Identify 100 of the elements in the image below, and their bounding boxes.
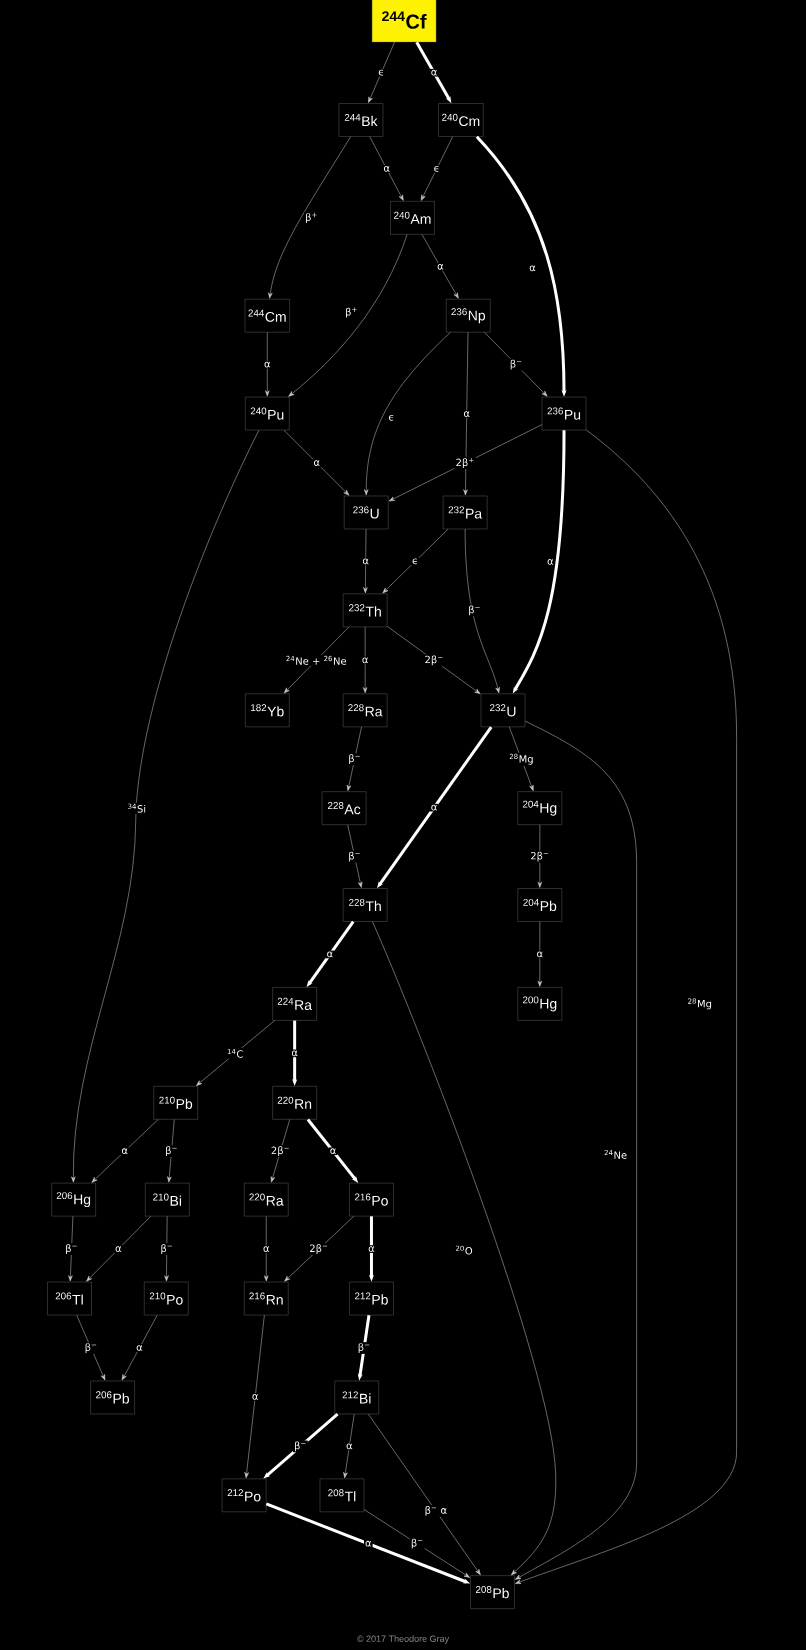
arrow	[515, 429, 737, 1584]
edge-label: $^{20}$O	[454, 1244, 474, 1256]
arrow	[244, 1315, 265, 1479]
edge-label: α	[462, 410, 471, 418]
edge-label: α	[250, 1393, 260, 1401]
nuclide-box: $^{206}$Tl	[47, 1281, 92, 1316]
nuclide-box: $^{232}$U	[480, 693, 526, 728]
nuclide-box: $^{204}$Hg	[517, 791, 563, 825]
edge-label: α	[328, 1147, 338, 1156]
edge-label: β$^{+}$	[344, 306, 359, 319]
edge-label: $^{28}$Mg	[686, 997, 713, 1011]
edge-label: α	[535, 950, 545, 959]
arrow	[284, 1216, 354, 1282]
edge-label: α	[290, 1049, 299, 1058]
edge-label: β$^{−}$	[83, 1342, 99, 1354]
edge-label: $^{24}$Ne	[603, 1148, 629, 1160]
arrow	[68, 1216, 74, 1282]
edge-label: β$^{−}$	[159, 1243, 175, 1255]
nuclide-box: $^{216}$Po	[349, 1182, 394, 1217]
nuclide-box: $^{220}$Rn	[272, 1086, 317, 1120]
edge-label: α	[345, 1442, 354, 1451]
arrow	[71, 430, 260, 1183]
nuclide-box: $^{204}$Pb	[517, 888, 563, 922]
arrow	[537, 921, 542, 987]
edge-label: $^{24}$Ne + $^{26}$Ne	[284, 654, 348, 666]
nuclide-box: $^{240}$Pu	[245, 396, 290, 431]
nuclide-box: $^{212}$Bi	[334, 1380, 379, 1415]
arrow	[121, 1315, 158, 1381]
nuclide-box: $^{200}$Hg	[517, 987, 563, 1021]
edge-label: α	[325, 950, 335, 959]
nuclide-box: $^{224}$Ra	[272, 987, 317, 1021]
edge-label: β$^{−}$	[64, 1243, 79, 1255]
edge-label: 2β$^{−}$	[423, 654, 445, 667]
nuclide-box: $^{236}$Np	[446, 299, 491, 333]
edge-label: α	[312, 459, 322, 467]
arrow	[509, 726, 534, 792]
edge-label: ϵ	[377, 68, 386, 77]
edge-label: α	[382, 165, 391, 173]
arrow	[363, 528, 368, 594]
arrow	[369, 136, 404, 201]
nuclide-box: $^{236}$Pu	[541, 396, 587, 431]
nuclide-box: $^{206}$Pb	[90, 1380, 135, 1415]
nuclide-box: $^{244}$Cm	[244, 299, 290, 333]
arrow	[387, 626, 481, 695]
arrow	[283, 430, 350, 496]
arrow	[421, 234, 459, 299]
arrow	[167, 1119, 175, 1183]
nuclide-box: $^{228}$Ac	[321, 791, 367, 825]
nuclide-box: $^{236}$U	[344, 495, 389, 530]
arrow	[463, 332, 469, 496]
nuclide-box: $^{206}$Hg	[51, 1182, 96, 1217]
edge-label: β$^{−}$	[356, 1342, 372, 1354]
arrow	[363, 1509, 470, 1578]
arrow	[164, 1216, 169, 1282]
arrow	[464, 528, 500, 694]
arrow	[346, 726, 362, 791]
arrow	[270, 1119, 290, 1183]
arrow	[283, 626, 350, 694]
arrow	[388, 424, 543, 502]
nuclide-box: $^{228}$Ra	[342, 693, 388, 728]
edge-label: ϵ	[387, 413, 396, 422]
edge-label: α	[436, 262, 445, 271]
arrow	[382, 528, 449, 594]
arrow	[268, 136, 351, 299]
edge-label: 2β$^{−}$	[308, 1243, 330, 1255]
nuclide-box: $^{232}$Pa	[442, 495, 488, 530]
edge-label: α	[367, 1245, 376, 1253]
edge-label: α	[546, 558, 555, 566]
edge-label: ϵ	[411, 557, 420, 566]
arrow	[86, 1216, 152, 1282]
edge-label: β$^{−}$	[467, 604, 482, 617]
nuclide-box: $^{210}$Po	[144, 1281, 189, 1316]
edge-label: α	[135, 1344, 144, 1352]
nuclide-box: $^{212}$Pb	[349, 1281, 394, 1316]
arrow	[515, 720, 637, 1580]
arrow	[76, 1315, 106, 1381]
arrow	[537, 824, 542, 888]
arrow	[420, 136, 453, 201]
nuclide-box: $^{182}$Yb	[245, 693, 290, 728]
nuclide-box: $^{240}$Am	[390, 201, 435, 235]
arrow	[265, 332, 270, 397]
arrow	[484, 332, 548, 397]
arrow	[368, 41, 395, 103]
nuclide-box: $^{210}$Pb	[153, 1086, 198, 1120]
edge-label: α	[120, 1147, 129, 1156]
nuclide-box: $^{208}$Tl	[319, 1478, 365, 1513]
edge-label: α	[262, 360, 272, 369]
edge-label: β$^{−}$	[164, 1145, 179, 1158]
edge-label: $^{34}$Si	[126, 802, 148, 814]
nuclide-box: $^{208}$Pb	[470, 1575, 515, 1609]
edge-label: α	[429, 803, 439, 812]
edge-label: α	[261, 1245, 271, 1253]
nuclide-box: $^{212}$Po	[221, 1478, 267, 1513]
nuclide-box: $^{210}$Bi	[145, 1182, 190, 1217]
nuclide-box: $^{240}$Cm	[438, 103, 484, 137]
edge-label: α	[429, 68, 439, 77]
arrow	[288, 234, 408, 397]
arrow	[368, 1413, 481, 1576]
root-nuclide-box: $^{244}$Cf	[371, 0, 437, 43]
edge-label: α	[361, 557, 370, 566]
